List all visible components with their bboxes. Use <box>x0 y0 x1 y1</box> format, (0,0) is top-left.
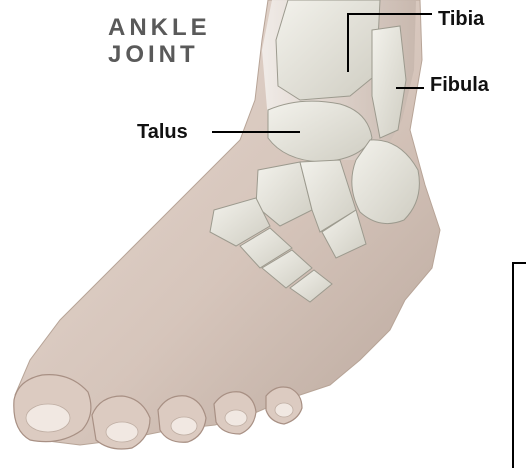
edge-bracket-line <box>512 262 526 468</box>
diagram-title: ANKLE JOINT <box>108 14 211 68</box>
label-fibula: Fibula <box>430 74 489 97</box>
title-line-2: JOINT <box>108 41 211 68</box>
label-talus: Talus <box>137 121 188 144</box>
title-line-1: ANKLE <box>108 14 211 41</box>
label-tibia: Tibia <box>438 8 484 31</box>
